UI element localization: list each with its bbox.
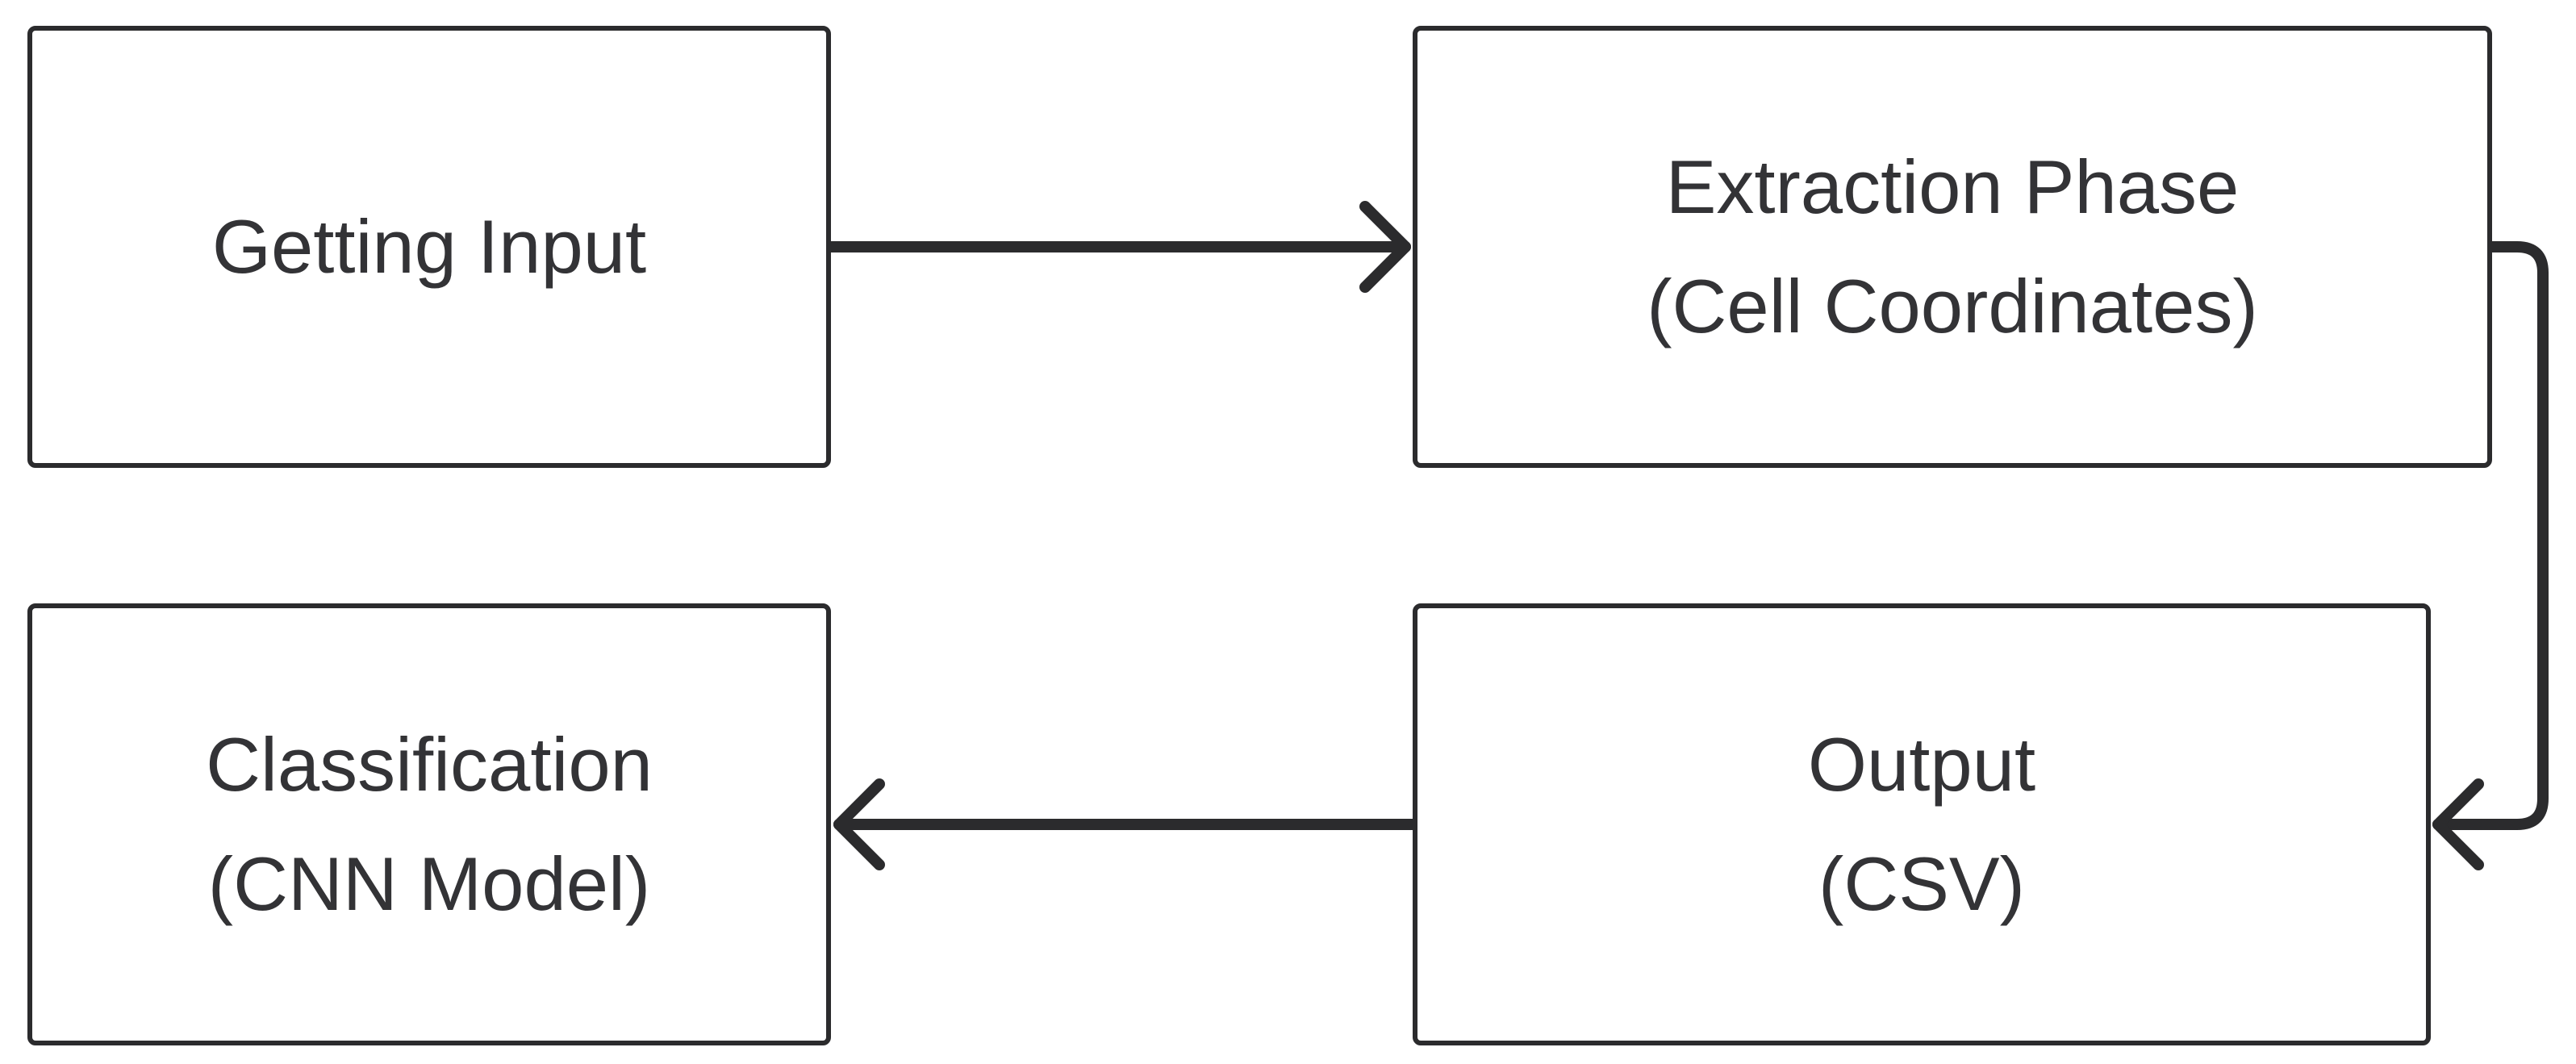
arrowhead-input-to-extraction: [1359, 201, 1411, 293]
node-label: Extraction Phase: [1665, 144, 2240, 229]
node-extraction-phase: Extraction Phase (Cell Coordinates): [1413, 26, 2492, 468]
node-sublabel: (CNN Model): [207, 841, 651, 926]
node-label: Classification: [206, 722, 653, 807]
edge-extraction-to-output: [2432, 241, 2549, 830]
node-sublabel: (Cell Coordinates): [1647, 264, 2258, 348]
node-output: Output (CSV): [1413, 603, 2431, 1045]
node-label: Getting Input: [211, 204, 647, 289]
arrowhead-output-to-classification: [833, 778, 885, 870]
node-sublabel: (CSV): [1818, 841, 2025, 926]
node-label: Output: [1807, 722, 2036, 807]
arrowhead-extraction-to-output: [2432, 778, 2484, 870]
node-classification: Classification (CNN Model): [27, 603, 831, 1045]
node-getting-input: Getting Input: [27, 26, 831, 468]
